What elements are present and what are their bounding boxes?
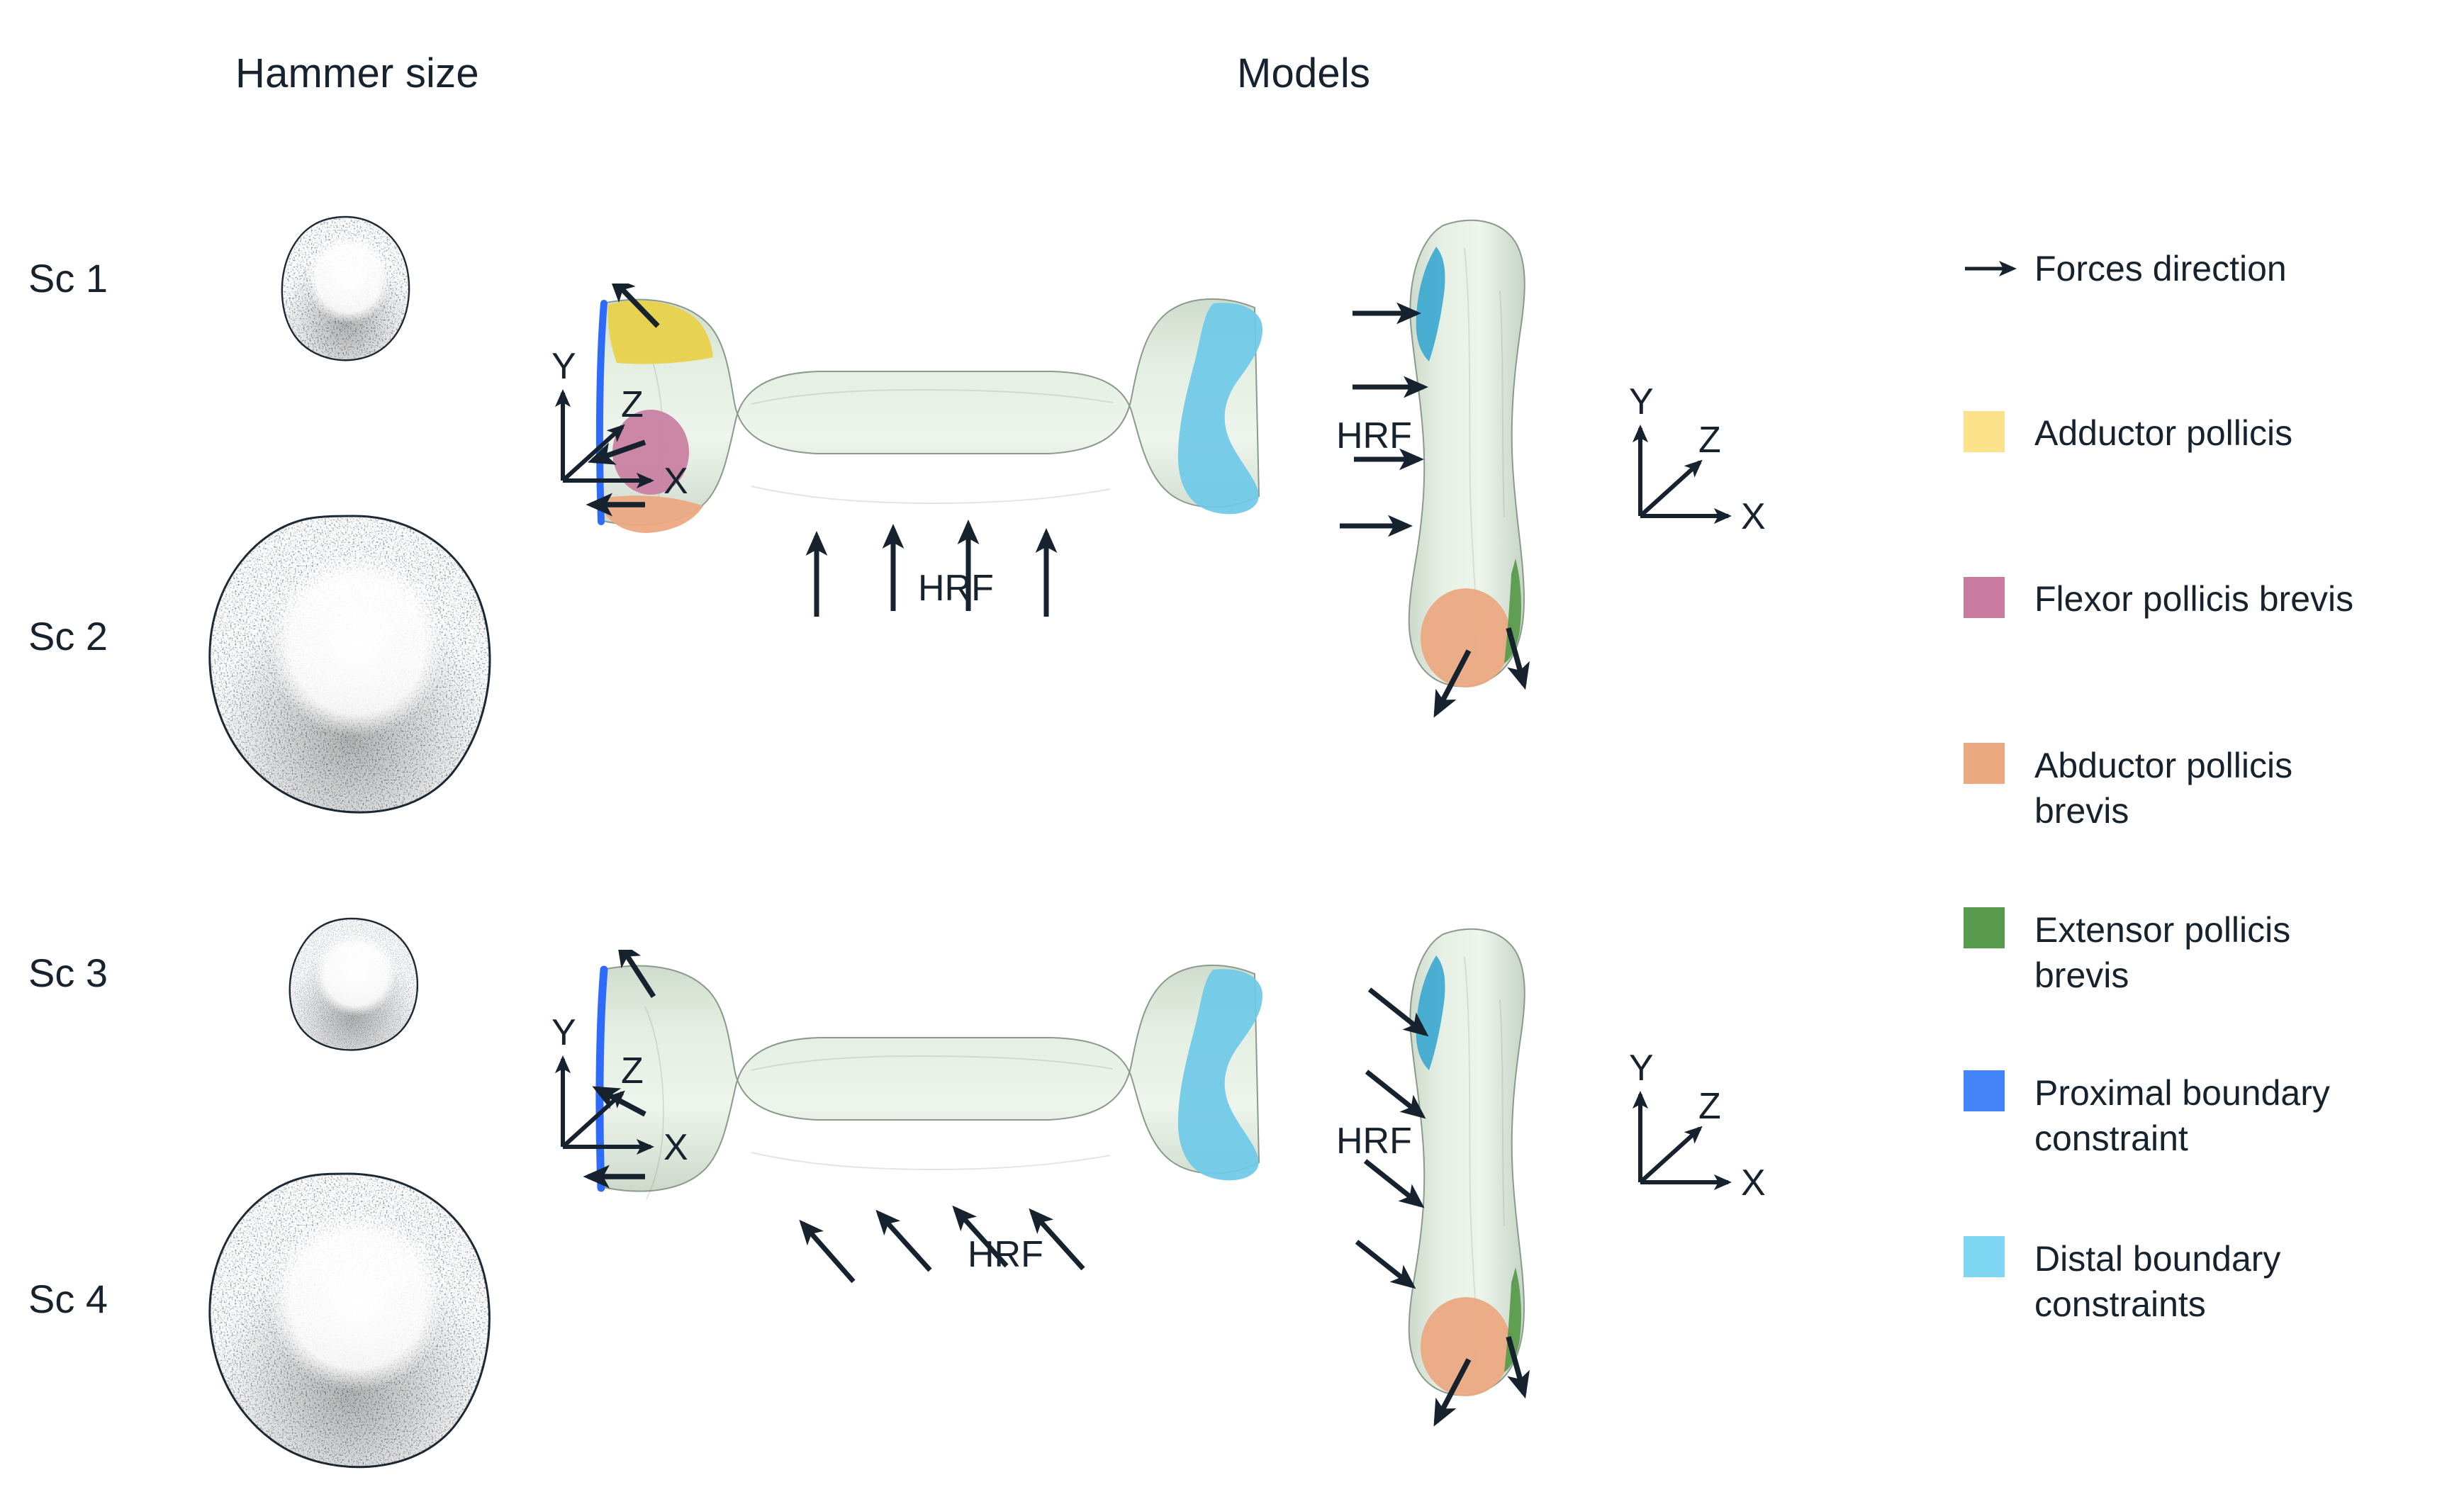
axis-label-z: Z [621, 384, 644, 425]
hrf-arrows-lateral-bottom [799, 1205, 1085, 1284]
axis-label-y: Y [1629, 1049, 1654, 1089]
legend-label-abductor-pollicis-brevis: Abductor pollicis brevis [2034, 746, 2293, 831]
region-proximal-constraint [595, 300, 607, 525]
axis-triad-lateral-top: Y Z X [546, 346, 730, 514]
axis-label-x: X [663, 461, 688, 502]
legend-item-distal-constraint: Distal boundary constraints [1964, 1236, 2389, 1327]
legend-label-adductor-pollicis: Adductor pollicis [2034, 413, 2293, 453]
axis-label-x: X [663, 1127, 688, 1168]
axis-triad-dorsal-top: Y Z X [1623, 381, 1808, 549]
hrf-arrows-lateral-top [805, 520, 1058, 617]
region-abductor-pollicis-brevis [1421, 588, 1511, 688]
forces-direction-arrow-icon [1964, 247, 2017, 288]
scenario-label-sc1: Sc 1 [28, 256, 108, 301]
models-header: Models [1237, 50, 1371, 96]
legend-swatch-flexor-pollicis-brevis [1964, 577, 2005, 618]
bone-model-lateral-bottom [539, 950, 1318, 1318]
axis-label-z: Z [1698, 1086, 1721, 1127]
legend-swatch-extensor-pollicis-brevis [1964, 907, 2005, 948]
hrf-label-dorsal-bottom: HRF [1336, 1121, 1412, 1162]
muscle-force-arrows-lateral-top [586, 284, 660, 517]
axis-label-z: Z [1698, 420, 1721, 461]
hammerstone-sc1 [275, 213, 417, 363]
region-proximal-constraint [595, 965, 608, 1192]
hammerstone-sc3 [284, 914, 422, 1052]
region-abductor-pollicis-brevis [1421, 1297, 1511, 1396]
axis-label-y: Y [551, 1014, 576, 1053]
legend-swatch-distal-constraint [1964, 1236, 2005, 1277]
hrf-label-lateral-top: HRF [918, 568, 994, 609]
hammerstone-sc2 [202, 510, 500, 817]
hrf-label-dorsal-top: HRF [1336, 415, 1412, 456]
region-adductor-pollicis [607, 301, 713, 364]
region-flexor-pollicis-brevis [612, 410, 689, 495]
legend-item-proximal-constraint: Proximal boundary constraint [1964, 1070, 2403, 1161]
muscle-force-arrows-dorsal-top [1433, 627, 1530, 718]
legend-swatch-proximal-constraint [1964, 1070, 2005, 1111]
legend-item-forces-direction: Forces direction [1964, 247, 2287, 291]
region-distal-constraint [1416, 247, 1445, 361]
hrf-arrows-dorsal-top [1340, 302, 1428, 537]
axis-label-y: Y [1629, 383, 1654, 422]
region-distal-constraint [1177, 303, 1263, 515]
bone-model-dorsal-bottom [1311, 914, 1680, 1439]
legend-swatch-adductor-pollicis [1964, 411, 2005, 452]
axis-triad-dorsal-bottom: Y Z X [1623, 1048, 1808, 1216]
legend-item-flexor-pollicis-brevis: Flexor pollicis brevis [1964, 577, 2353, 621]
axis-label-y: Y [551, 347, 576, 387]
hrf-arrows-dorsal-bottom [1355, 987, 1429, 1289]
legend-item-abductor-pollicis-brevis: Abductor pollicis brevis [1964, 743, 2339, 834]
scenario-label-sc3: Sc 3 [28, 950, 108, 995]
bone-surface [598, 298, 1260, 526]
legend-item-extensor-pollicis-brevis: Extensor pollicis brevis [1964, 907, 2339, 998]
scenario-label-sc2: Sc 2 [28, 614, 108, 658]
legend-label-distal-constraint: Distal boundary constraints [2034, 1239, 2281, 1324]
legend-swatch-abductor-pollicis-brevis [1964, 743, 2005, 784]
axis-label-x: X [1741, 496, 1766, 537]
hammer-size-header: Hammer size [235, 50, 479, 96]
legend-label-flexor-pollicis-brevis: Flexor pollicis brevis [2034, 579, 2354, 619]
bone-surface [598, 964, 1260, 1192]
legend-label-proximal-constraint: Proximal boundary constraint [2034, 1073, 2330, 1158]
bone-model-lateral-top [539, 284, 1318, 652]
legend-label-forces-direction: Forces direction [2034, 249, 2287, 288]
hrf-label-lateral-bottom: HRF [968, 1234, 1043, 1275]
axis-label-x: X [1741, 1162, 1766, 1204]
muscle-force-arrows-dorsal-bottom [1433, 1336, 1530, 1427]
region-distal-constraint [1416, 955, 1445, 1070]
hammerstone-sc4 [202, 1170, 500, 1469]
legend-item-adductor-pollicis: Adductor pollicis [1964, 411, 2292, 455]
axis-triad-lateral-bottom: Y Z X [546, 1012, 730, 1180]
region-distal-constraint [1177, 969, 1263, 1181]
bone-model-dorsal-top [1311, 206, 1680, 730]
legend-label-extensor-pollicis-brevis: Extensor pollicis brevis [2034, 910, 2291, 995]
axis-label-z: Z [621, 1050, 644, 1092]
scenario-label-sc4: Sc 4 [28, 1277, 108, 1321]
